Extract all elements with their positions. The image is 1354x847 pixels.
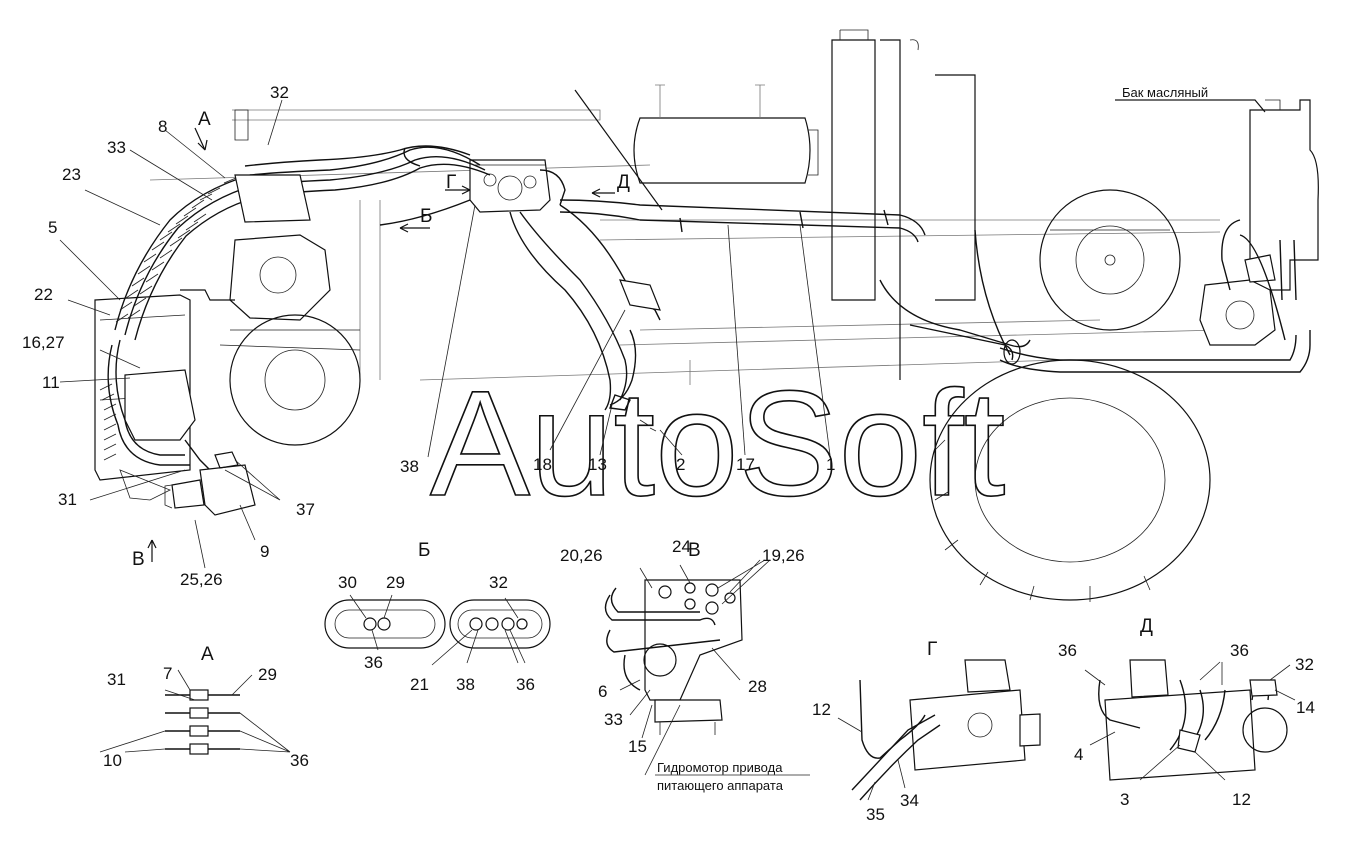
hydromotor-9 xyxy=(119,451,256,516)
pulley xyxy=(1039,189,1181,331)
radiator xyxy=(831,29,976,380)
callout-31: 31 xyxy=(58,490,77,509)
callout-23: 23 xyxy=(62,165,81,184)
view-title-a: А xyxy=(201,644,214,665)
callout-37: 37 xyxy=(296,500,315,519)
callout-33: 33 xyxy=(107,138,126,157)
view-d-callout-3: 3 xyxy=(1120,790,1129,809)
view-v xyxy=(604,559,810,776)
callout-9: 9 xyxy=(260,542,269,561)
callout-18: 18 xyxy=(533,455,552,474)
callout-16-27: 16,27 xyxy=(22,333,65,352)
callout-17: 17 xyxy=(736,455,755,474)
receiver-tank xyxy=(633,84,819,184)
view-v-callout-28: 28 xyxy=(748,677,767,696)
view-b-arrow xyxy=(399,223,430,233)
view-g-callout-35: 35 xyxy=(866,805,885,824)
leader-lines-main xyxy=(59,99,1255,569)
view-a-callout-7: 7 xyxy=(163,664,172,683)
view-a-callout-36: 36 xyxy=(290,751,309,770)
view-letter-g: Г xyxy=(446,172,456,193)
callout-2: 2 xyxy=(676,455,685,474)
view-v-callout-33: 33 xyxy=(604,710,623,729)
view-a-callout-29: 29 xyxy=(258,665,277,684)
view-b-callout-38: 38 xyxy=(456,675,475,694)
callout-25-26: 25,26 xyxy=(180,570,223,589)
callout-11: 11 xyxy=(42,373,60,392)
view-g xyxy=(837,659,1041,801)
drive-unit xyxy=(180,109,361,446)
oil-tank xyxy=(1115,99,1319,291)
view-b-callout-30: 30 xyxy=(338,573,357,592)
view-title-v: В xyxy=(688,540,701,561)
view-a-callout-31: 31 xyxy=(107,670,126,689)
view-letter-v: В xyxy=(132,549,145,570)
view-d xyxy=(1084,659,1296,781)
view-d-callout-36a: 36 xyxy=(1058,641,1077,660)
dash-marker xyxy=(639,419,657,432)
view-v-callout-15: 15 xyxy=(628,737,647,756)
view-letter-b: Б xyxy=(420,206,432,227)
view-b-callout-21: 21 xyxy=(410,675,429,694)
view-g-arrow xyxy=(445,185,471,195)
callout-22: 22 xyxy=(34,285,53,304)
view-d-callout-12: 12 xyxy=(1232,790,1251,809)
view-d-callout-4: 4 xyxy=(1074,745,1083,764)
view-g-callout-34: 34 xyxy=(900,791,919,810)
main-hoses xyxy=(559,199,1311,373)
view-b-callout-29: 29 xyxy=(386,573,405,592)
view-v-callout-24: 24 xyxy=(672,537,691,556)
watermark: AutoSoft xyxy=(430,359,1005,527)
hydromotor-caption-line2: питающего аппарата xyxy=(657,778,784,793)
hydromotor-caption-line1: Гидромотор привода xyxy=(657,760,783,775)
callout-13: 13 xyxy=(588,455,607,474)
view-d-callout-36b: 36 xyxy=(1230,641,1249,660)
view-letter-a: А xyxy=(198,109,211,130)
view-v-callout-6: 6 xyxy=(598,682,607,701)
oil-tank-caption: Бак масляный xyxy=(1122,85,1208,100)
view-a xyxy=(99,669,291,755)
view-a-arrow xyxy=(194,127,208,151)
lower-hoses xyxy=(609,279,661,411)
callout-32: 32 xyxy=(270,83,289,102)
view-b-callout-32: 32 xyxy=(489,573,508,592)
callout-38: 38 xyxy=(400,457,419,476)
callout-8: 8 xyxy=(158,117,167,136)
callout-5: 5 xyxy=(48,218,57,237)
view-g-callout-12: 12 xyxy=(812,700,831,719)
view-v-callout-20-26: 20,26 xyxy=(560,546,603,565)
view-b-callout-36a: 36 xyxy=(364,653,383,672)
view-d-arrow xyxy=(591,188,615,198)
right-pump xyxy=(1199,254,1276,346)
view-a-callout-10: 10 xyxy=(103,751,122,770)
view-title-d: Д xyxy=(1140,616,1153,637)
frame-lines xyxy=(149,89,1221,385)
view-d-callout-32: 32 xyxy=(1295,655,1314,674)
view-letter-d: Д xyxy=(617,172,630,193)
view-b-callout-36b: 36 xyxy=(516,675,535,694)
callout-1: 1 xyxy=(826,455,835,474)
view-b xyxy=(324,594,551,666)
view-d-callout-14: 14 xyxy=(1296,698,1315,717)
view-v-arrow xyxy=(147,539,157,562)
view-v-callout-19-26: 19,26 xyxy=(762,546,805,565)
view-title-g: Г xyxy=(927,639,937,660)
view-title-b: Б xyxy=(418,540,430,561)
left-frame xyxy=(94,294,211,481)
spiral-guard xyxy=(115,177,237,323)
distributor-valve xyxy=(469,159,566,213)
